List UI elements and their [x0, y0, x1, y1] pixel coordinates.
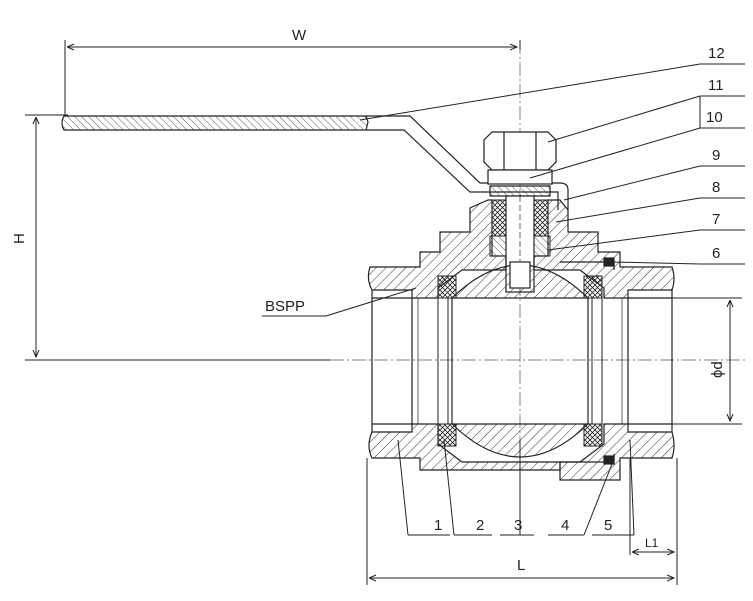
dimension-d-label: ϕd [709, 361, 726, 378]
callout-10: 10 [706, 109, 723, 126]
callout-1: 1 [434, 517, 442, 534]
dimension-d [628, 297, 742, 425]
callout-11: 11 [708, 77, 724, 94]
bspp-label: BSPP [265, 298, 305, 315]
callout-5: 5 [604, 517, 612, 534]
top-callout-leaders [359, 63, 745, 265]
callout-7: 7 [712, 211, 720, 228]
callout-8: 8 [712, 179, 720, 196]
bspp-leader [262, 287, 417, 317]
dimension-l-label: L [517, 557, 525, 574]
dimension-w-label: W [292, 27, 307, 44]
callout-6: 6 [712, 245, 720, 262]
bore-walls [371, 290, 673, 432]
callout-9: 9 [712, 147, 720, 164]
stem-nut [483, 131, 557, 197]
dimension-l [366, 458, 678, 585]
seats [437, 275, 603, 447]
callout-2: 2 [476, 517, 484, 534]
callout-4: 4 [561, 517, 569, 534]
gland-packing [489, 199, 551, 257]
callout-3: 3 [514, 517, 522, 534]
dimension-w [64, 40, 521, 115]
dimension-h [25, 114, 330, 361]
callout-12: 12 [708, 45, 725, 62]
dimension-l1-label: L1 [645, 536, 659, 550]
dimension-h-label: H [11, 233, 28, 244]
bottom-callout-leaders [397, 439, 635, 536]
